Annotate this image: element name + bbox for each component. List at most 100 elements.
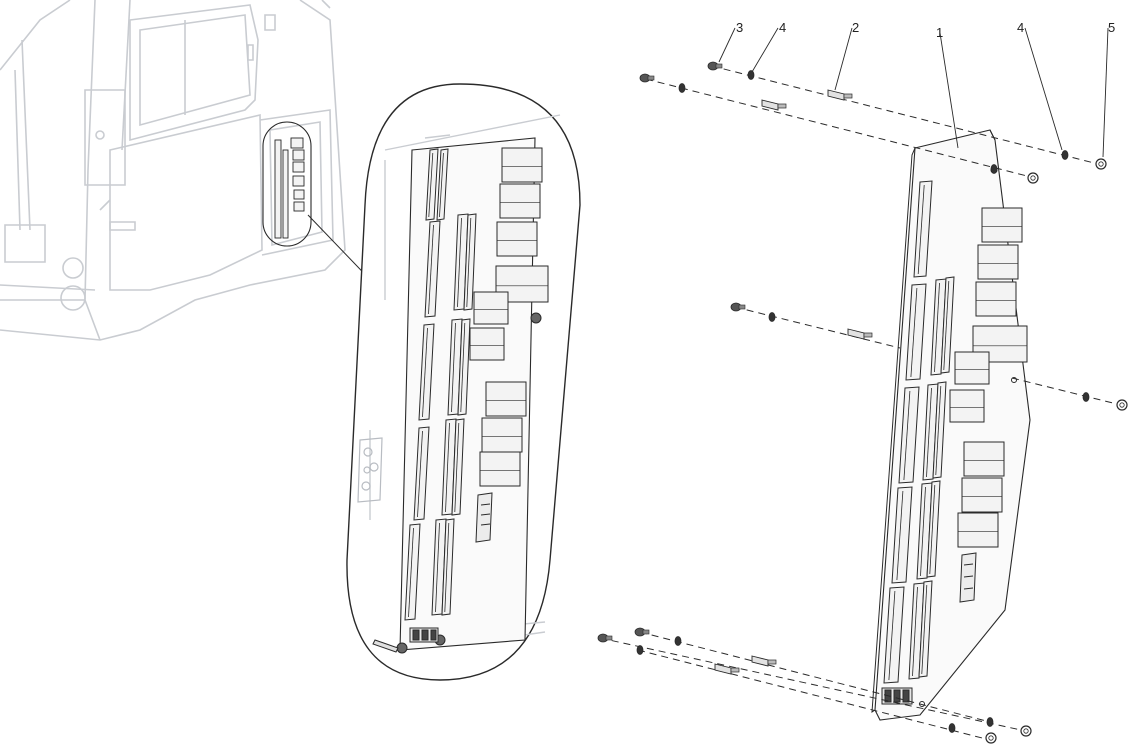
detail-connector-5 bbox=[418, 323, 435, 421]
standoff-3 bbox=[751, 655, 769, 667]
detail-relay-4 bbox=[473, 291, 509, 325]
detail-fasteners bbox=[372, 312, 542, 654]
detail-relays bbox=[469, 147, 549, 487]
nut-2 bbox=[1116, 399, 1128, 411]
screw-shank-0 bbox=[647, 75, 655, 81]
main-relay-5 bbox=[949, 389, 985, 423]
detail-connector-6-slot bbox=[451, 322, 456, 413]
callout-3-leader bbox=[718, 27, 736, 63]
main-connector-6-slot bbox=[935, 385, 942, 476]
main-connector-10-slot bbox=[888, 590, 896, 681]
main-relay-0 bbox=[981, 207, 1023, 243]
detail-indicator-capsule bbox=[262, 121, 312, 247]
callout-5-label: 5 bbox=[1108, 20, 1115, 35]
callout-2-label: 2 bbox=[852, 20, 859, 35]
callout-1-leader bbox=[939, 32, 959, 149]
standoff-4 bbox=[714, 663, 732, 675]
detail-connector-7-slot bbox=[460, 322, 466, 413]
standoff-thread-3 bbox=[767, 659, 777, 665]
standoff-thread-4 bbox=[730, 667, 740, 673]
standoff-1 bbox=[827, 89, 845, 101]
main-connector-11 bbox=[908, 582, 925, 680]
detail-relay-7 bbox=[481, 417, 523, 453]
main-connector-1 bbox=[905, 283, 927, 381]
axis-line-3 bbox=[1011, 377, 1126, 407]
lock-washer-6 bbox=[674, 636, 682, 646]
lock-washer-1 bbox=[990, 164, 998, 174]
axis-line-6 bbox=[637, 649, 991, 741]
detail-connector-8 bbox=[413, 426, 430, 521]
main-relay-8 bbox=[957, 512, 999, 548]
detail-connector-10 bbox=[451, 418, 465, 516]
detail-connector-7 bbox=[457, 318, 471, 416]
callout-4b-label: 4 bbox=[1017, 20, 1024, 35]
main-connector-5-slot bbox=[926, 387, 932, 478]
main-relay-1 bbox=[977, 244, 1019, 280]
detail-connector-4 bbox=[463, 213, 477, 311]
main-connector-1-slot bbox=[910, 287, 918, 378]
main-connector-4 bbox=[898, 386, 920, 484]
lock-washer-8 bbox=[636, 645, 644, 655]
screw-shank-2 bbox=[738, 304, 746, 310]
detail-relay-8 bbox=[479, 451, 521, 487]
detail-view bbox=[346, 83, 581, 681]
main-relay-7 bbox=[961, 477, 1003, 513]
screw-shank-3 bbox=[605, 635, 613, 641]
screw-shank-1 bbox=[715, 63, 723, 69]
standoff-2 bbox=[847, 328, 865, 340]
main-relay-2 bbox=[975, 281, 1017, 317]
main-connector-10 bbox=[883, 586, 905, 684]
detail-relay-5 bbox=[469, 327, 505, 361]
axis-line-2 bbox=[734, 306, 901, 349]
main-connector-8-slot bbox=[920, 486, 926, 577]
detail-connector-13-slot bbox=[444, 522, 450, 613]
nut-1 bbox=[1095, 158, 1107, 170]
main-board-connectors bbox=[883, 180, 955, 684]
screw-shank-4 bbox=[642, 629, 650, 635]
detail-connector-10-slot bbox=[454, 422, 460, 513]
standoff-thread-2 bbox=[863, 332, 873, 338]
main-connector-0 bbox=[913, 180, 933, 278]
cab-mounted-board bbox=[274, 137, 305, 239]
main-connector-9 bbox=[926, 480, 941, 578]
detail-connector-0-slot bbox=[428, 152, 434, 218]
assembly-axis-lines bbox=[599, 65, 1126, 741]
lock-washer-4 bbox=[768, 312, 776, 322]
main-connector-4-slot bbox=[903, 390, 911, 481]
callout-4b-leader bbox=[1024, 27, 1063, 151]
cab-outline bbox=[0, 0, 346, 341]
axis-line-5 bbox=[639, 631, 991, 723]
callout-1-label: 1 bbox=[936, 25, 943, 40]
lock-washer-9 bbox=[986, 717, 994, 727]
fastener-hardware bbox=[597, 61, 1128, 744]
detail-connector-4-slot bbox=[466, 217, 472, 308]
detail-relay-1 bbox=[499, 183, 541, 219]
detail-connector-11-slot bbox=[408, 527, 414, 618]
detail-connector-11 bbox=[404, 523, 421, 621]
main-board-relays bbox=[949, 207, 1028, 548]
nut-bore-3 bbox=[988, 735, 994, 741]
main-connector-2 bbox=[930, 278, 947, 376]
detail-connector-5-slot bbox=[422, 327, 428, 418]
axis-line-4 bbox=[599, 637, 1031, 733]
callout-3-label: 3 bbox=[736, 20, 743, 35]
main-connector-12 bbox=[918, 580, 933, 678]
lock-washer-0 bbox=[678, 83, 686, 93]
detail-connector-13 bbox=[441, 518, 455, 616]
nut-bore-4 bbox=[1023, 728, 1029, 734]
detail-connector-2 bbox=[424, 220, 441, 318]
main-board bbox=[871, 129, 1031, 721]
standoff-thread-1 bbox=[843, 93, 853, 99]
callout-4-leader bbox=[751, 27, 779, 73]
detail-connector-0 bbox=[425, 148, 439, 221]
detail-connector-1-slot bbox=[439, 152, 444, 218]
main-connector-7-slot bbox=[896, 490, 904, 581]
detail-connector-9-slot bbox=[445, 422, 450, 513]
callout-2-leader bbox=[834, 27, 853, 91]
main-relay-6 bbox=[963, 441, 1005, 477]
nut-bore-1 bbox=[1098, 161, 1104, 167]
detail-connector-2-slot bbox=[428, 224, 434, 315]
detail-connector-8-slot bbox=[417, 430, 423, 518]
lock-washer-7 bbox=[948, 723, 956, 733]
